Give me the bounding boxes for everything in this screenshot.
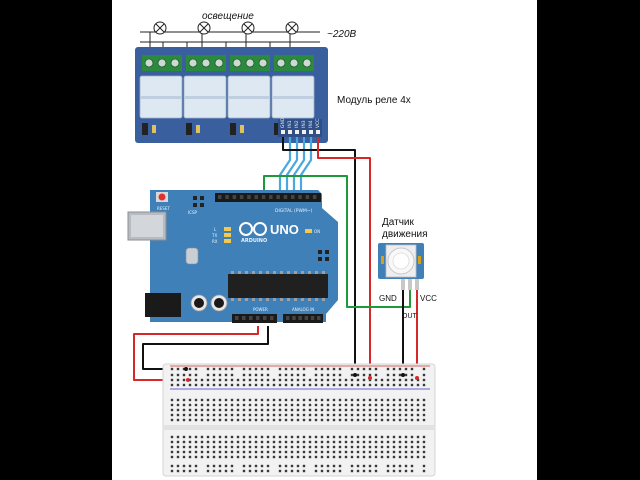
sensor-gnd-label: GND: [379, 294, 397, 303]
relay-pin-label: GND: [280, 117, 286, 128]
relay-pin-label: IN2: [294, 120, 300, 128]
reset-label: RESET: [157, 206, 170, 211]
sensor-vcc-label: VCC: [420, 294, 437, 303]
on-led-label: ON: [314, 229, 320, 234]
voltage-label: ~220В: [327, 29, 357, 40]
relay-module-label: Модуль реле 4х: [337, 95, 411, 106]
analog-label: ANALOG IN: [292, 307, 314, 312]
arduino-uno: RESET ICSP DIGITAL (PWM~) L TX RX ARDUIN…: [127, 190, 338, 323]
arduino-gnd-wire: [142, 326, 269, 370]
terminal-blocks: [142, 55, 314, 71]
lamp-icon: [241, 21, 255, 35]
sensor-out-label: OUT: [402, 313, 418, 320]
lamp-icon: [285, 21, 299, 35]
wire-endpoints: [184, 367, 419, 382]
digital-label: DIGITAL (PWM~): [275, 208, 313, 214]
relay-pin-label: IN1: [287, 120, 293, 128]
relay-pin-label: IN3: [301, 120, 307, 128]
lamp-icon: [197, 21, 211, 35]
motion-sensor: [378, 243, 424, 290]
breadboard: [162, 363, 436, 477]
signal-wires: [278, 137, 313, 196]
arduino-5v-wire: [133, 326, 259, 381]
power-label: POWER: [253, 307, 268, 312]
relay-pin-label: IN4: [308, 120, 314, 128]
digital-header: [215, 193, 321, 202]
led-rx-label: RX: [212, 239, 218, 244]
lighting-label: освещение: [202, 11, 254, 22]
arduino-model-label: UNO: [270, 222, 299, 237]
analog-header: [283, 314, 323, 323]
sensor-label-line2: движения: [382, 229, 428, 240]
sensor-label-line1: Датчик: [382, 217, 414, 228]
led-l-label: L: [214, 227, 217, 232]
sensor-out-wire: [263, 175, 411, 308]
relay-pin-label: VCC: [315, 119, 321, 128]
relay-vcc-wire: [317, 137, 371, 378]
arduino-logo-text: ARDUINO: [241, 238, 267, 244]
wires: [133, 137, 418, 381]
atmega-chip: [228, 274, 328, 298]
power-jack: [145, 293, 181, 317]
power-header: [232, 314, 277, 323]
led-tx-label: TX: [211, 233, 217, 238]
arduino-logo-icon: [239, 222, 267, 236]
icsp-label: ICSP: [188, 210, 198, 215]
lamp-icon: [153, 21, 167, 35]
